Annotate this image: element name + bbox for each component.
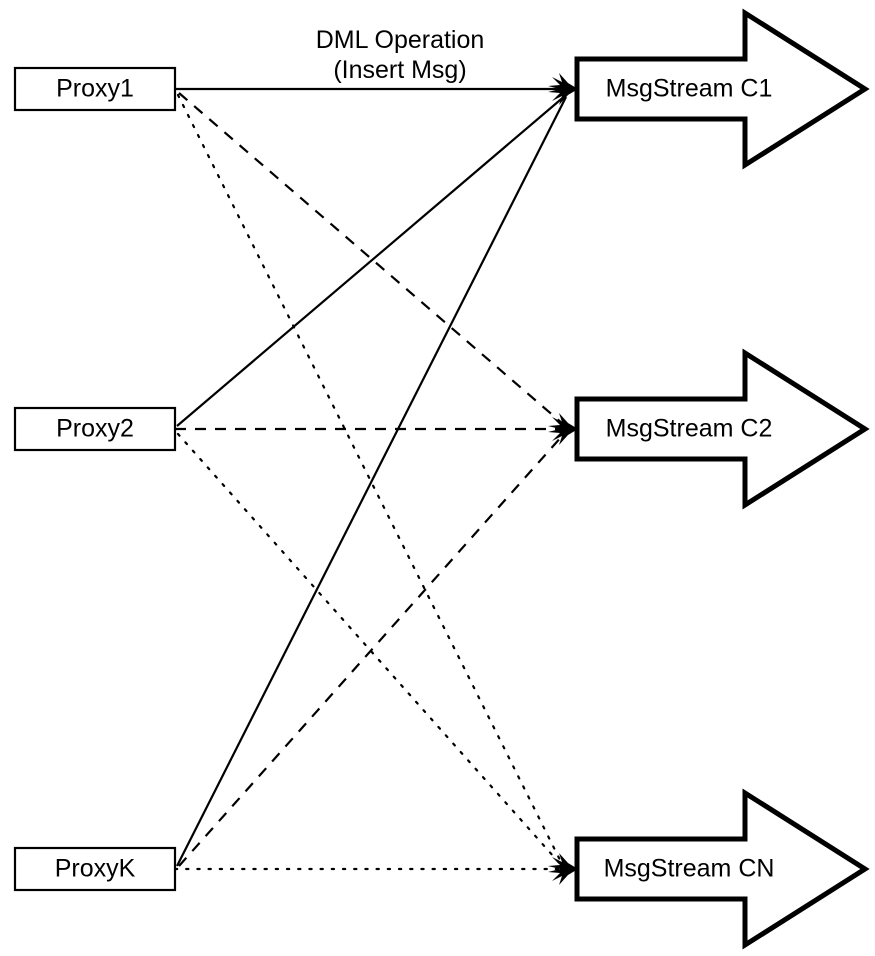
block-arrow-icon-stream-c1[interactable] xyxy=(574,8,870,170)
edge-proxyk-to-stream-c1 xyxy=(176,96,567,867)
edge-layer xyxy=(173,87,567,871)
proxy-label-2: Proxy2 xyxy=(56,415,134,443)
block-arrow-icon-stream-c2[interactable] xyxy=(574,348,870,510)
msgstream-node-group-c1[interactable]: MsgStream C1 xyxy=(574,8,870,170)
msgstream-label-c2: MsgStream C2 xyxy=(606,415,773,443)
proxy-box-1[interactable] xyxy=(13,66,177,112)
edge-proxy2-to-stream-cn xyxy=(176,432,564,868)
proxy-node-group-2[interactable]: Proxy2 xyxy=(13,406,177,452)
proxy-node-group-1[interactable]: Proxy1 xyxy=(13,66,177,112)
msgstream-label-c1: MsgStream C1 xyxy=(606,75,773,103)
arrowhead-layer xyxy=(548,73,578,885)
msgstream-node-group-cn[interactable]: MsgStream CN xyxy=(574,788,870,950)
edge-proxyk-to-stream-c2 xyxy=(178,434,564,867)
edge-proxy1-to-stream-cn xyxy=(176,93,564,866)
block-arrow-icon-stream-cn[interactable] xyxy=(574,788,870,950)
edge-proxy2-to-stream-c1 xyxy=(176,94,567,427)
proxy-node-group-k[interactable]: ProxyK xyxy=(13,846,177,892)
proxy-box-2[interactable] xyxy=(13,406,177,452)
arrowhead-icon-stream-cn xyxy=(548,853,578,885)
edge-proxy1-to-stream-c2 xyxy=(178,92,564,425)
edge-caption-line1: DML Operation xyxy=(316,26,485,54)
arrowhead-icon-stream-c1 xyxy=(548,73,578,105)
msgstream-label-cn: MsgStream CN xyxy=(604,855,775,883)
proxy-label-k: ProxyK xyxy=(55,855,136,883)
proxy-box-k[interactable] xyxy=(13,846,177,892)
arrowhead-icon-stream-c2 xyxy=(548,413,578,445)
edge-caption-line2: (Insert Msg) xyxy=(333,56,466,84)
proxy-label-1: Proxy1 xyxy=(56,75,134,103)
msgstream-node-group-c2[interactable]: MsgStream C2 xyxy=(574,348,870,510)
